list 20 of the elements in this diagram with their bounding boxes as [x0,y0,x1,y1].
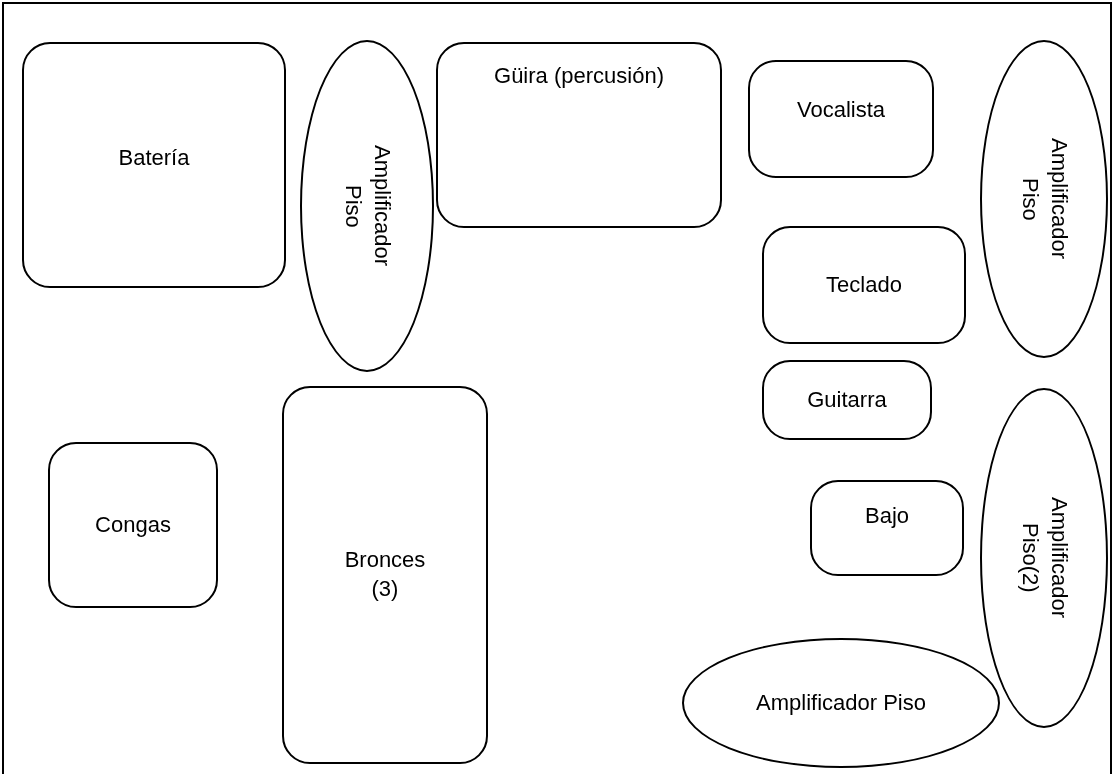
instrument-label: Batería [118,144,190,172]
instrument-box [810,480,964,576]
instrument-label: Güira (percusión) [493,62,665,90]
instrument-box [282,386,488,764]
instrument-label: Amplificador Piso [340,144,396,269]
instrument-box [748,60,934,178]
instrument-label: Amplificador Piso(2) [1017,496,1073,621]
instrument-label: Congas [95,510,171,539]
instrument-label: Guitarra [807,385,887,414]
instrument-box [436,42,722,228]
instrument-box [762,360,932,440]
instrument-box [762,226,966,344]
instrument-label: Vocalista [796,96,886,124]
instrument-label: Bronces (3) [343,546,427,603]
instrument-label: Amplificador Piso [755,688,927,717]
instrument-box [48,442,218,608]
instrument-box [22,42,286,288]
instrument-label: Amplificador Piso [1017,137,1073,262]
instrument-label: Teclado [826,270,902,299]
instrument-label: Bajo [864,502,909,530]
